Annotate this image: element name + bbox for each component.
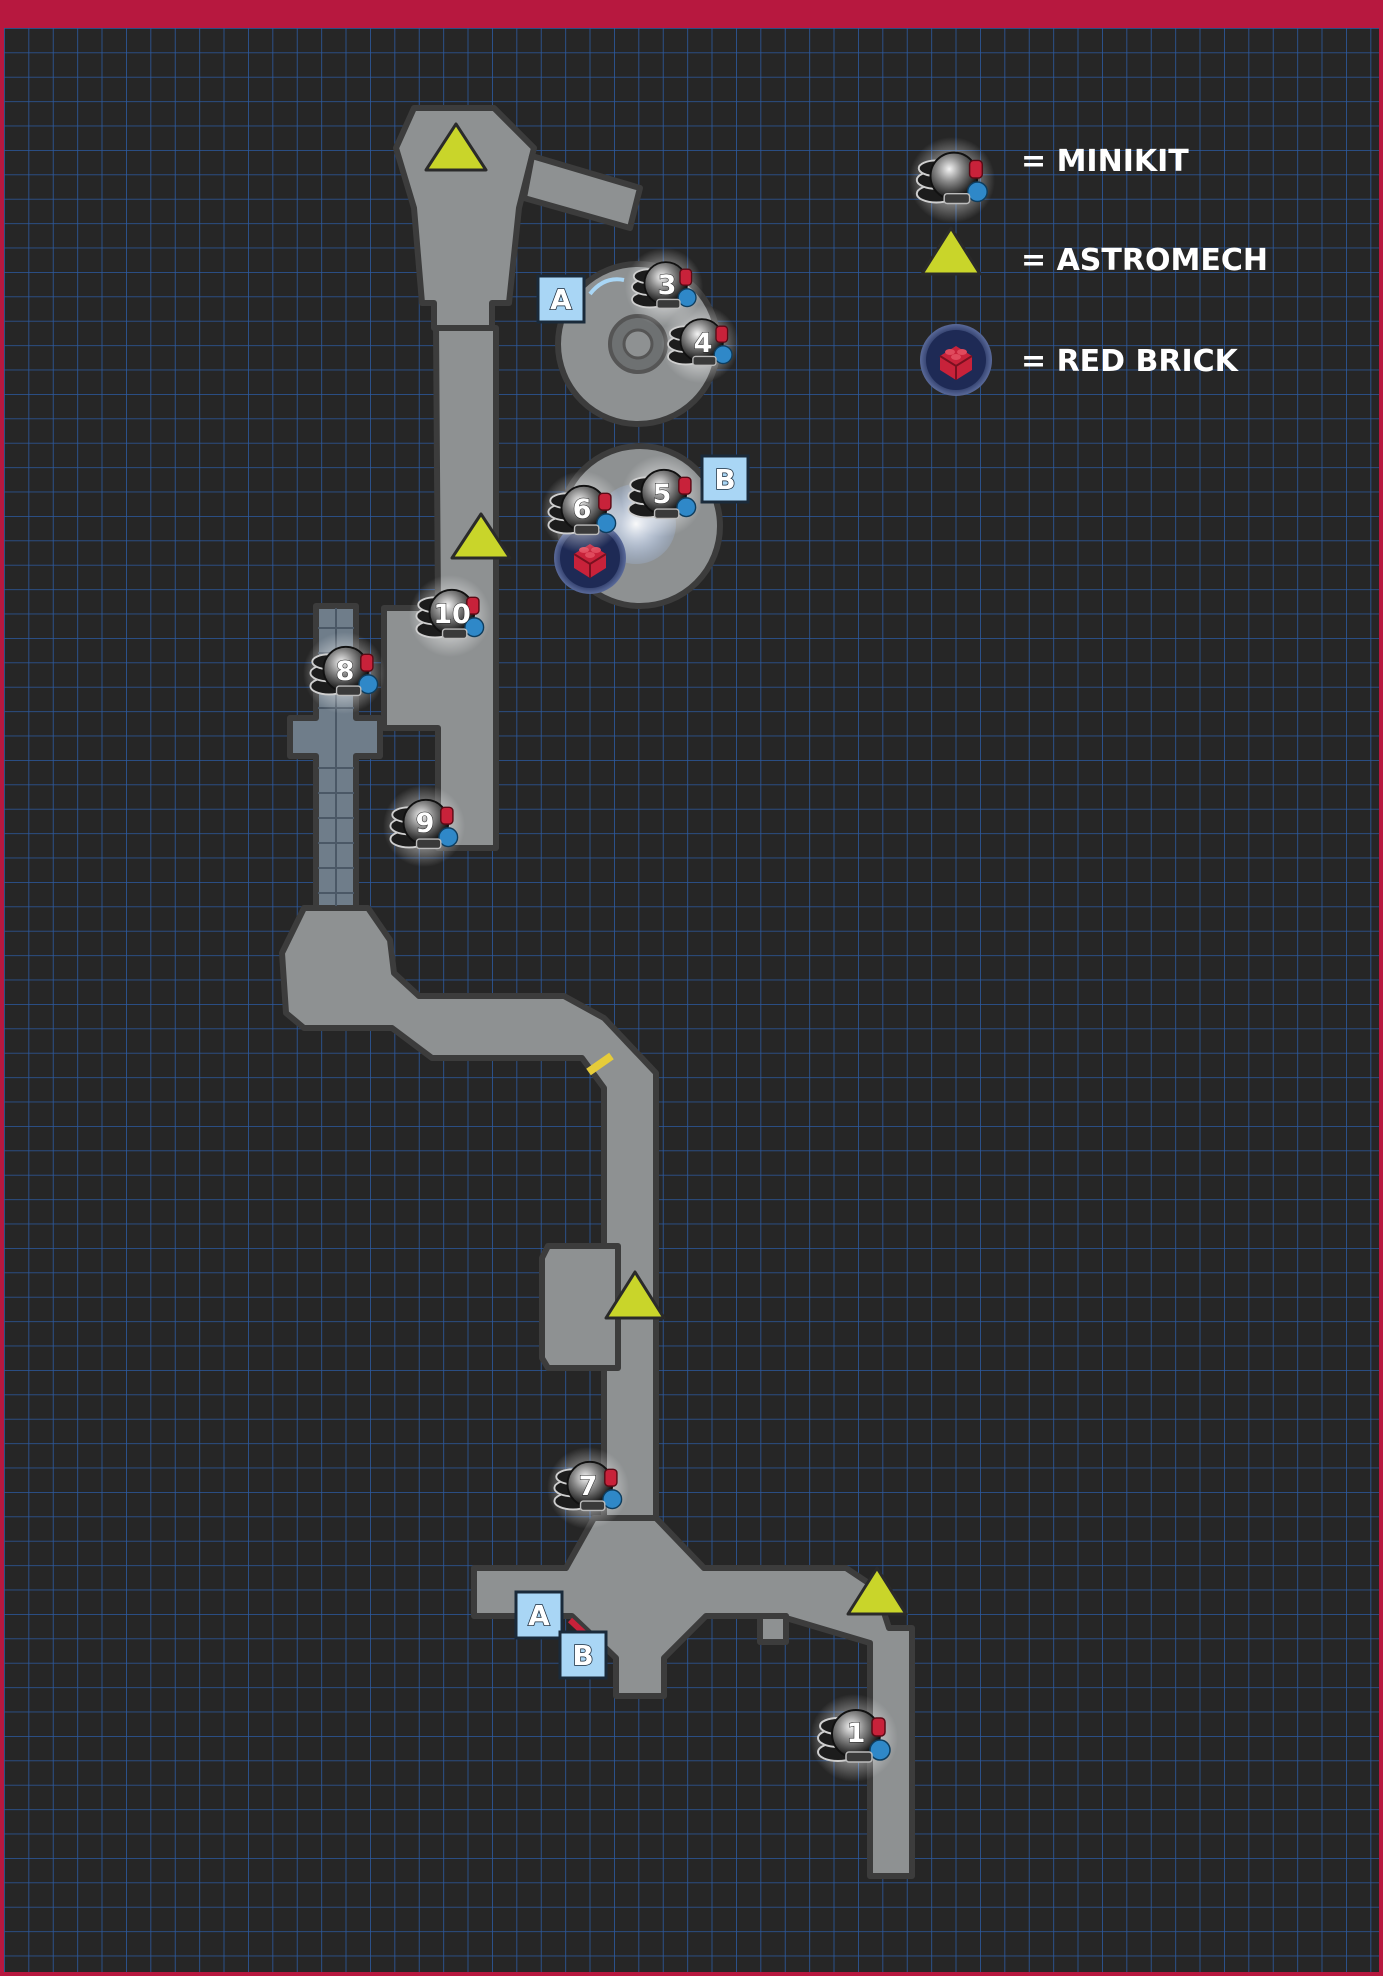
legend-astromech: = ASTROMECH [920, 226, 1268, 278]
minikit-5[interactable]: 5 [620, 454, 704, 538]
svg-text:8: 8 [336, 656, 355, 687]
svg-text:5: 5 [653, 479, 672, 510]
svg-text:3: 3 [658, 270, 677, 301]
minikit-6[interactable]: 6 [540, 470, 624, 554]
zone-markers: A B A B [514, 274, 750, 1680]
svg-text:A: A [550, 283, 572, 316]
map-canvas: A B A B 1 [4, 28, 1379, 1972]
zone-marker-upper-a[interactable]: A [536, 274, 586, 324]
minikit-markers: 1 3 4 5 6 [302, 247, 899, 1783]
yellow-door [586, 1052, 614, 1076]
astromech-triangle-icon [920, 226, 982, 276]
svg-text:= MINIKIT: = MINIKIT [1021, 144, 1189, 179]
minikit-3[interactable]: 3 [624, 247, 704, 327]
minikit-4[interactable]: 4 [660, 304, 740, 384]
zone-link-line [588, 277, 625, 296]
legend: = MINIKIT = ASTROMECH = RED BRICK [908, 136, 1268, 397]
svg-text:= RED BRICK: = RED BRICK [1021, 344, 1240, 379]
minikit-1[interactable]: 1 [809, 1693, 899, 1783]
zone-marker-upper-b[interactable]: B [700, 454, 750, 504]
legend-minikit: = MINIKIT [908, 136, 1189, 224]
minikit-icon [908, 136, 996, 224]
zone-marker-lower-a[interactable]: A [514, 1590, 564, 1640]
small-notch [757, 1613, 789, 1645]
astromech-triangle-icon[interactable] [604, 1270, 666, 1320]
svg-text:A: A [528, 1599, 550, 1632]
minikit-9[interactable]: 9 [382, 784, 466, 868]
svg-text:B: B [714, 463, 735, 496]
svg-text:4: 4 [694, 328, 713, 359]
astromech-triangle-icon[interactable] [450, 512, 512, 560]
svg-text:B: B [572, 1639, 593, 1672]
minikit-8[interactable]: 8 [302, 631, 386, 715]
top-ramp [521, 153, 643, 231]
svg-text:9: 9 [416, 808, 435, 839]
svg-text:= ASTROMECH: = ASTROMECH [1021, 243, 1268, 278]
astromech-triangle-icon[interactable] [424, 122, 488, 172]
svg-text:7: 7 [579, 1471, 598, 1502]
svg-text:1: 1 [847, 1718, 866, 1749]
svg-text:10: 10 [433, 599, 471, 630]
svg-text:6: 6 [573, 494, 592, 525]
legend-red-brick: = RED BRICK [919, 323, 1240, 397]
red-brick-icon [919, 323, 993, 397]
astromech-triangle-icon[interactable] [846, 1566, 908, 1616]
zone-marker-lower-b[interactable]: B [558, 1630, 608, 1680]
astromech-markers [424, 122, 908, 1616]
level-map: A B A B 1 [4, 28, 1379, 1972]
minikit-7[interactable]: 7 [546, 1446, 630, 1530]
side-alcove [539, 1243, 621, 1371]
minikit-10[interactable]: 10 [408, 574, 492, 658]
